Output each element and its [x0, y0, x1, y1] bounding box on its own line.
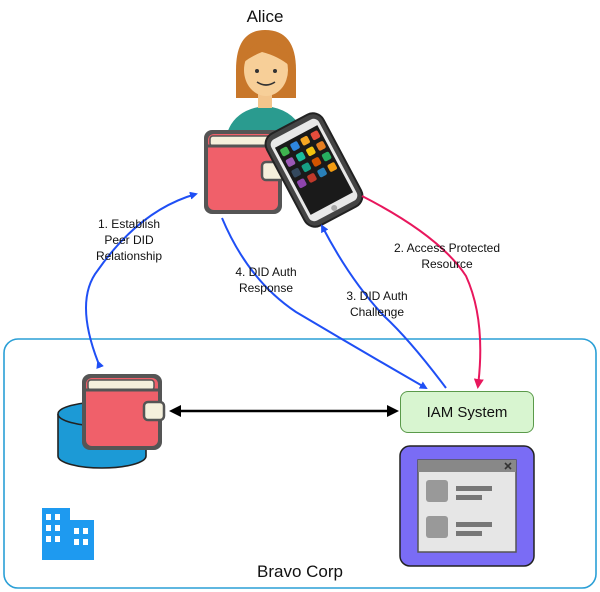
web-app-icon: [399, 445, 535, 567]
app-tile: [301, 162, 312, 172]
organization-label: Bravo Corp: [257, 562, 343, 581]
actor-label: Alice: [246, 7, 284, 26]
edge-3-label: 3. DID Auth Challenge: [346, 289, 408, 319]
iam-system-node: IAM System: [400, 391, 534, 433]
edge-2-access-path: [361, 195, 484, 389]
edge-4-label: 4. DID Auth Response: [235, 265, 297, 295]
app-tile: [311, 157, 322, 167]
app-tile: [291, 167, 301, 178]
app-tile: [285, 157, 296, 167]
app-tile: [317, 167, 327, 178]
edge-1-label: 1. Establish Peer DID Relationship: [95, 217, 163, 263]
corp-wallet-icon: [82, 374, 166, 450]
app-tile: [280, 146, 290, 157]
iam-system-label: IAM System: [426, 403, 508, 421]
app-tile: [321, 151, 332, 162]
app-tile: [306, 146, 316, 156]
app-tile: [310, 130, 321, 141]
app-tile: [327, 162, 337, 172]
app-tile: [300, 135, 310, 146]
edge-2-label: 2. Access Protected Resource: [393, 241, 501, 271]
app-tile: [295, 151, 306, 162]
building-icon: [42, 508, 94, 560]
app-tile: [290, 141, 300, 151]
app-tile: [307, 173, 317, 183]
edge-1-establish-path: [85, 191, 198, 370]
app-tile: [316, 141, 326, 151]
smartphone-icon: [264, 112, 364, 228]
app-tile: [297, 178, 307, 188]
organization-boundary: [3, 338, 597, 589]
edge-3-challenge-path: [321, 224, 447, 389]
edge-4-response-path: [221, 217, 428, 389]
